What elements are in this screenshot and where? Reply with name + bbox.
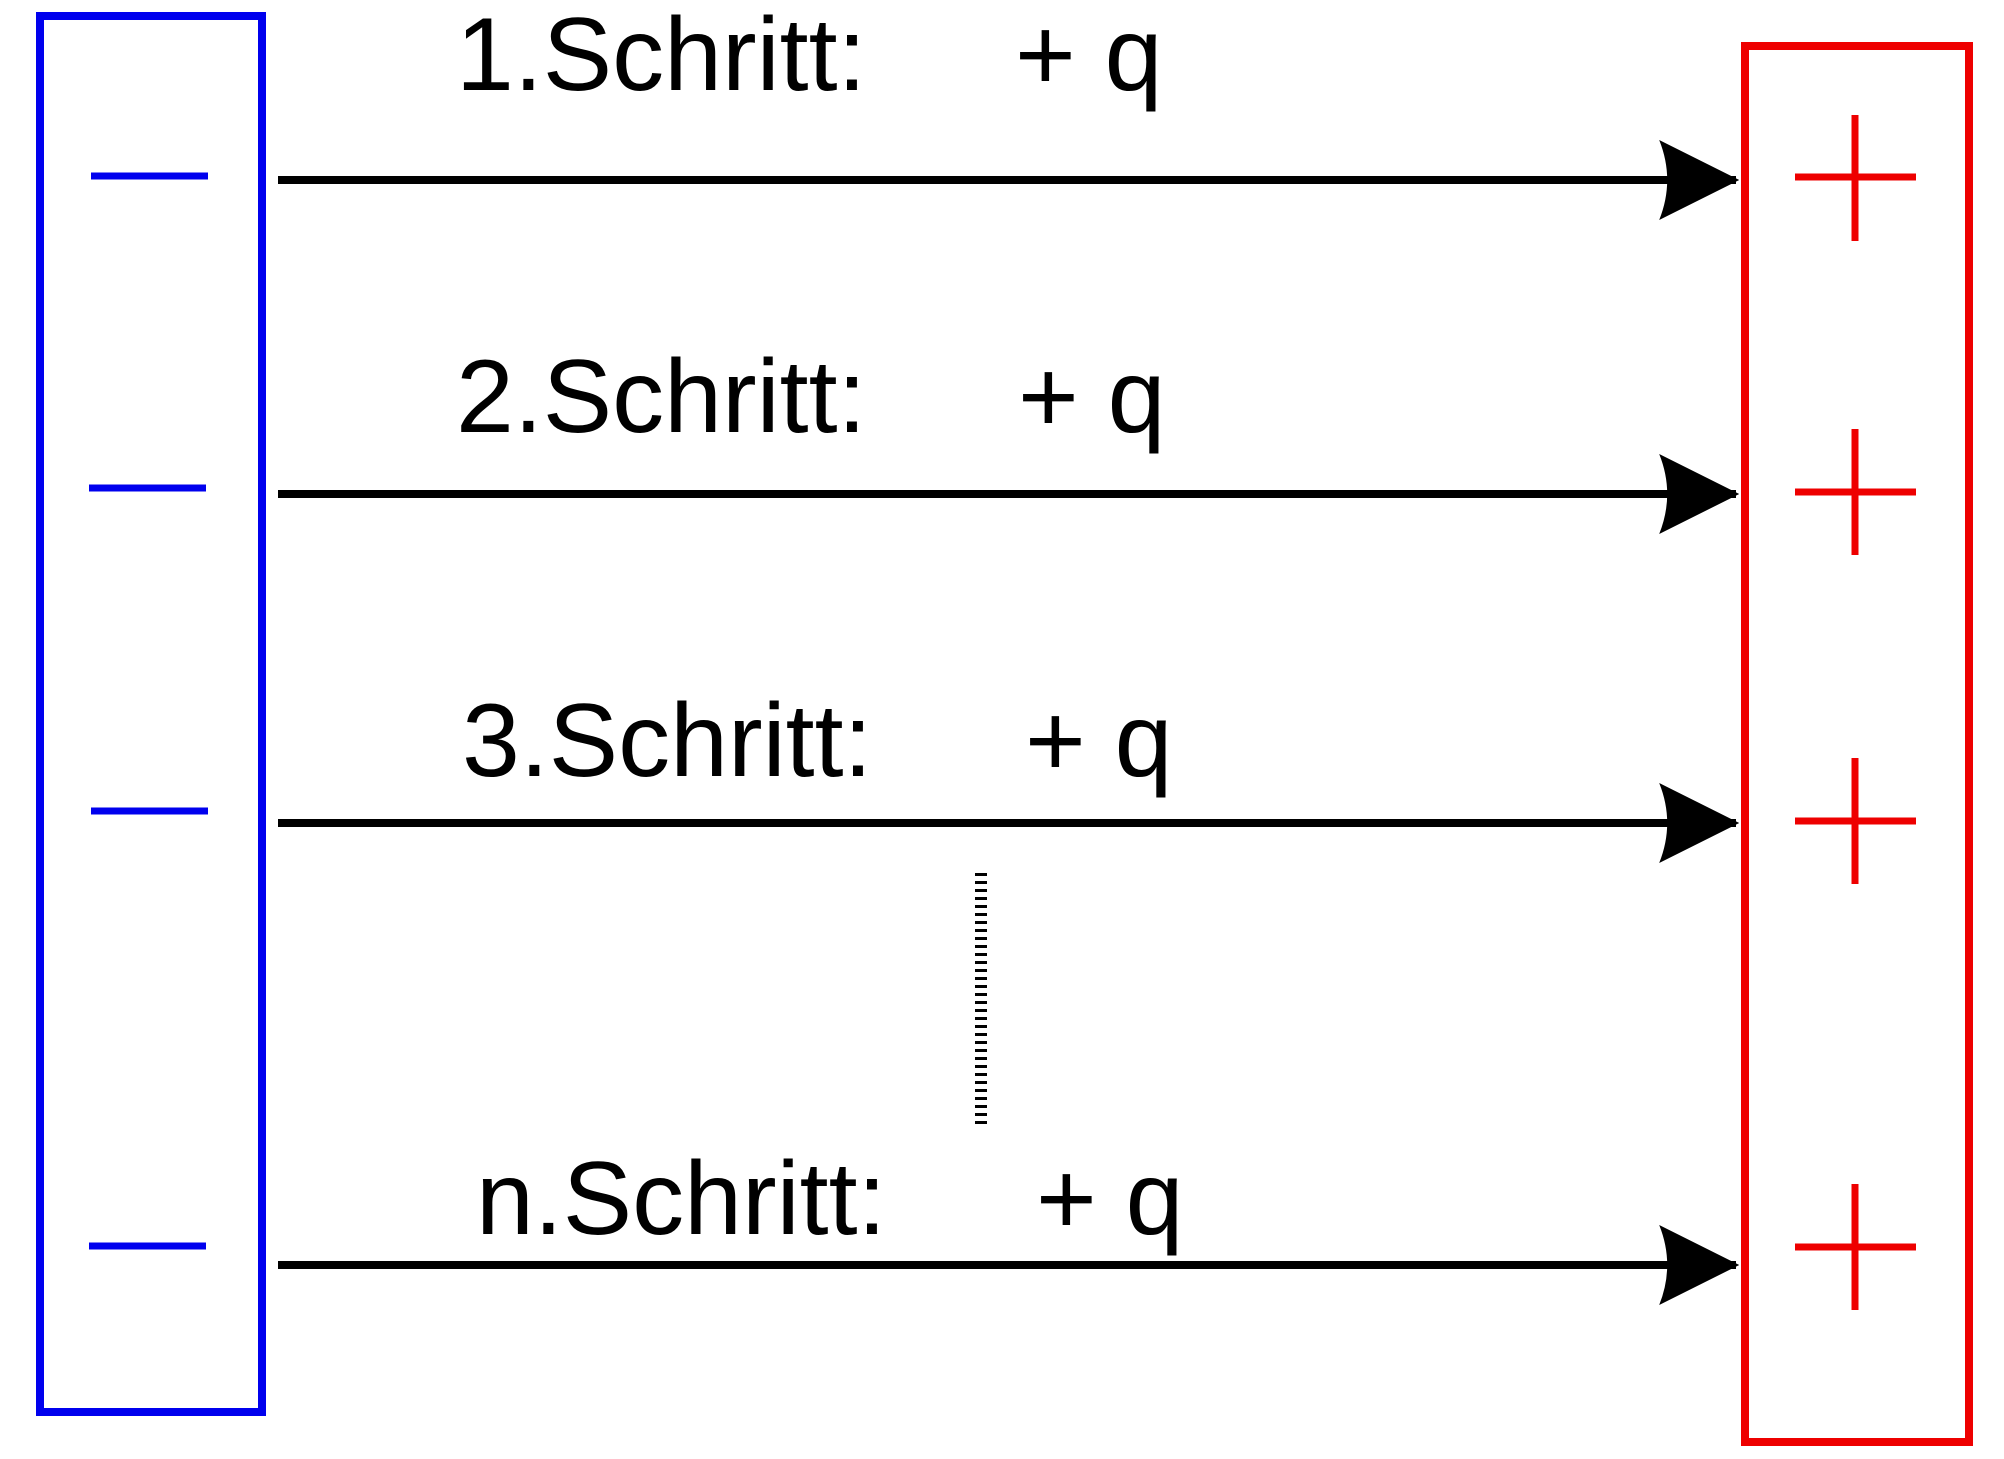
plus-sign-4 xyxy=(1795,1184,1916,1310)
plus-sign-1 xyxy=(1795,115,1916,241)
step-2-charge: + q xyxy=(1018,339,1165,455)
step-n: n.Schritt: + q xyxy=(278,1141,1740,1305)
step-3-label: 3.Schritt: xyxy=(462,683,872,799)
plus-sign-3 xyxy=(1795,758,1916,884)
step-n-label: n.Schritt: xyxy=(476,1141,886,1257)
negative-plate xyxy=(36,12,266,1416)
step-3: 3.Schritt: + q xyxy=(278,683,1740,863)
positive-plate xyxy=(1741,42,1973,1446)
negative-signs xyxy=(89,172,208,1250)
positive-signs xyxy=(1795,115,1916,1310)
step-2-label: 2.Schritt: xyxy=(456,339,866,455)
step-1-charge: + q xyxy=(1015,0,1162,113)
step-3-charge: + q xyxy=(1025,683,1172,799)
step-2: 2.Schritt: + q xyxy=(278,339,1740,534)
step-1: 1.Schritt: + q xyxy=(278,0,1740,220)
step-1-label: 1.Schritt: xyxy=(456,0,866,113)
plus-sign-2 xyxy=(1795,429,1916,555)
step-n-charge: + q xyxy=(1036,1141,1183,1257)
